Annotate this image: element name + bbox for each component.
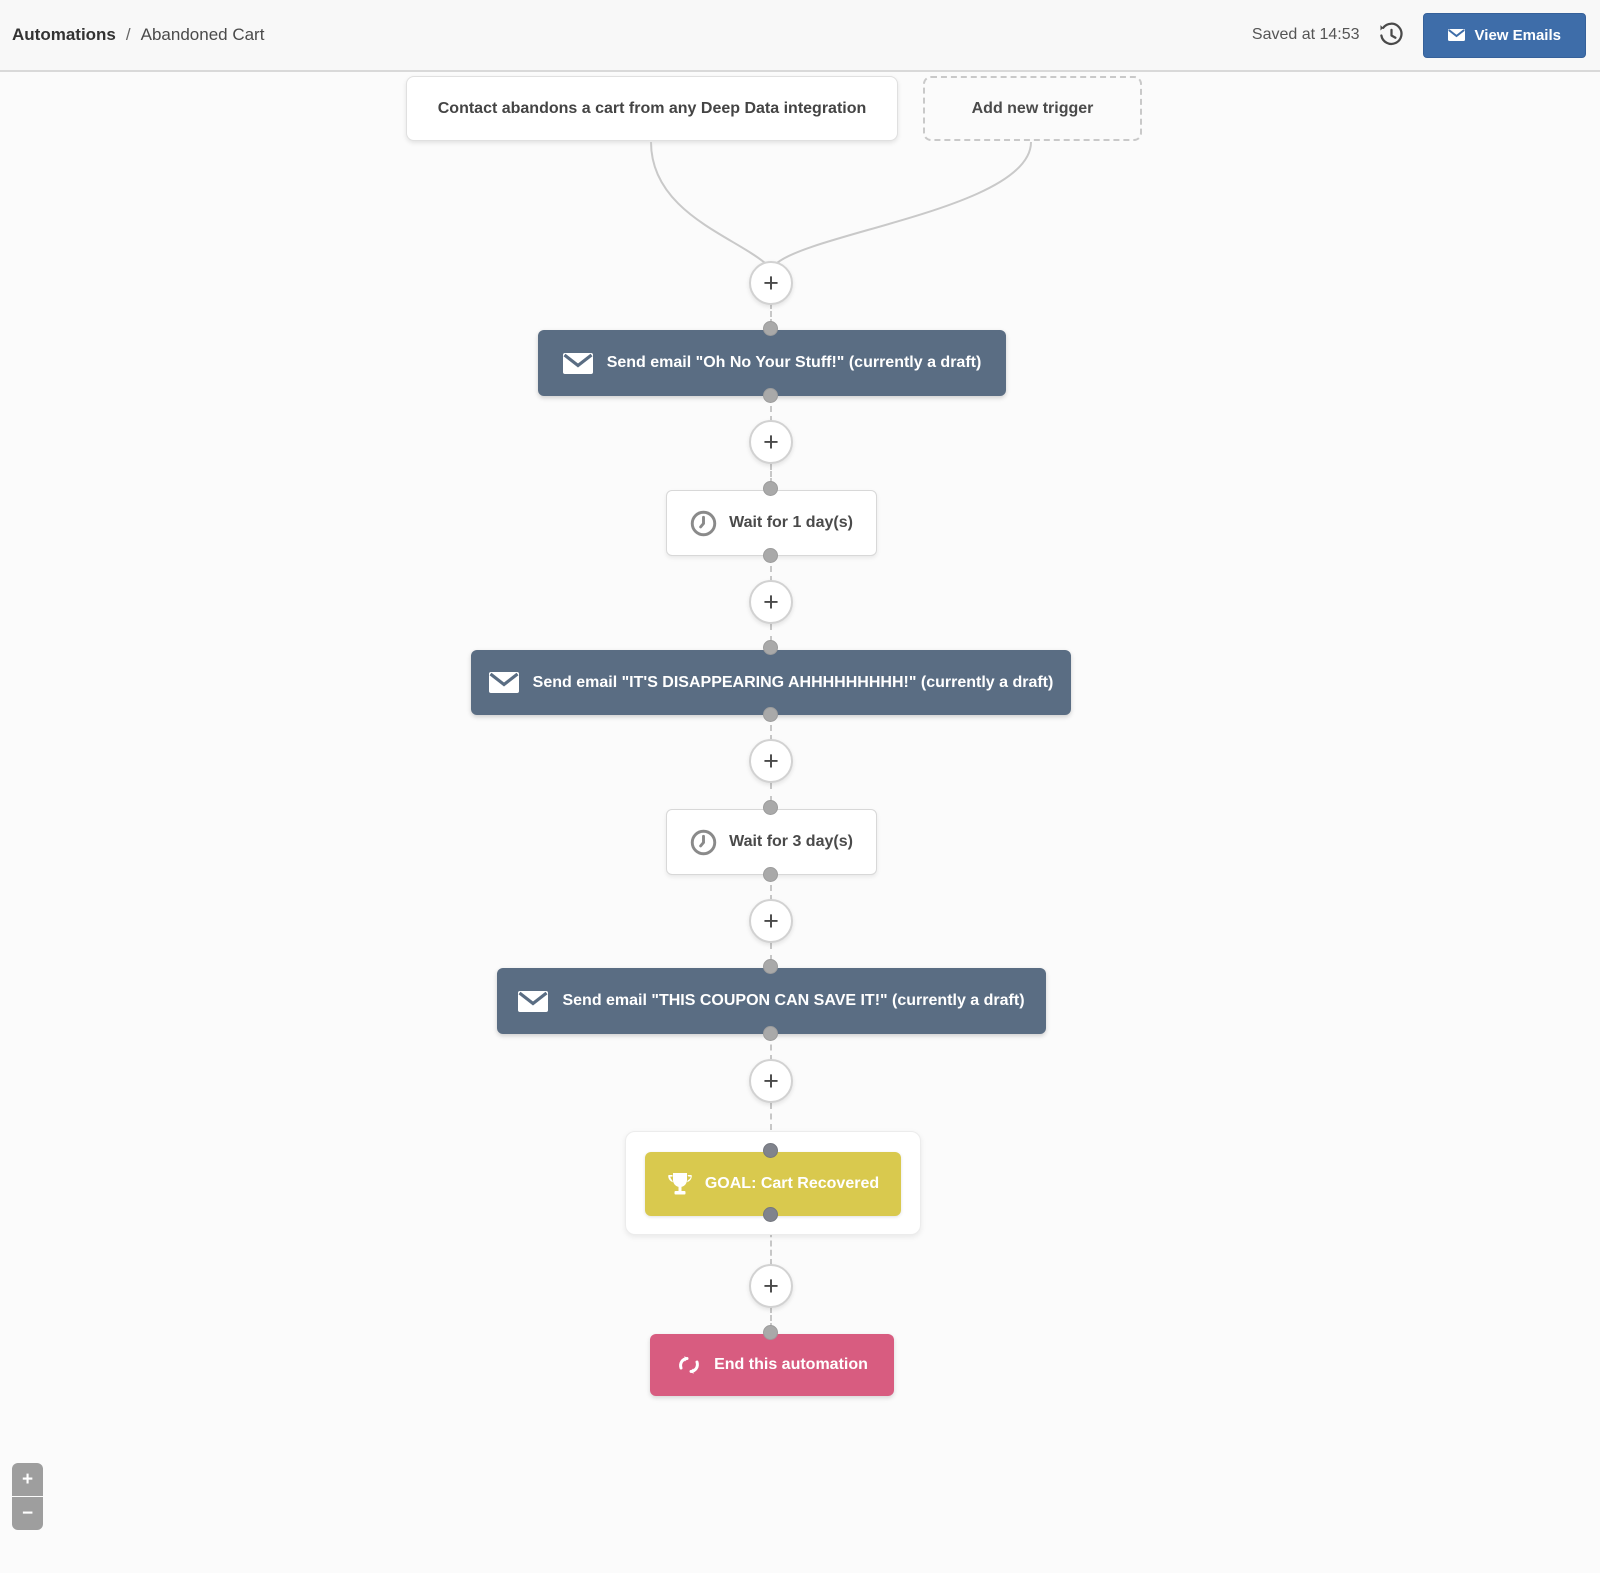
connector-line [770,396,772,422]
add-step-button[interactable]: + [749,420,793,464]
top-bar: Automations / Abandoned Cart Saved at 14… [0,0,1600,72]
email-node-label: Send email "IT'S DISAPPEARING AHHHHHHHHH… [532,673,1054,691]
email-node-coupon-can-save-it[interactable]: Send email "THIS COUPON CAN SAVE IT!" (c… [497,968,1046,1034]
trophy-icon [667,1172,693,1196]
connector-dot [763,1325,778,1340]
envelope-icon [562,352,593,374]
view-emails-label: View Emails [1474,26,1561,44]
breadcrumb-current-page: Abandoned Cart [140,25,265,44]
wait-node-3-days[interactable]: Wait for 3 day(s) [666,809,877,875]
wait-node-label: Wait for 1 day(s) [729,514,853,531]
connector-dot [763,959,778,974]
add-step-button[interactable]: + [749,1264,793,1308]
connector-dot [763,640,778,655]
plus-icon: + [763,1065,779,1096]
envelope-icon [518,990,549,1012]
add-step-button[interactable]: + [749,739,793,783]
connector-dot [763,481,778,496]
plus-icon: + [763,426,779,457]
saved-status: Saved at 14:53 [1251,26,1360,43]
plus-icon: + [763,1270,779,1301]
connector-line [770,1307,772,1329]
email-node-label: Send email "THIS COUPON CAN SAVE IT!" (c… [562,992,1025,1009]
envelope-icon [488,672,519,693]
connector-dot [763,1143,778,1158]
connector-line [770,303,772,325]
connector-dot [763,1207,778,1222]
add-step-button[interactable]: + [749,261,793,305]
plus-icon: + [763,586,779,617]
connector-line [770,624,772,642]
connector-line [770,1222,772,1265]
loop-arrows-icon [676,1354,702,1376]
wait-node-1-day[interactable]: Wait for 1 day(s) [666,490,877,556]
connector-dot [763,1026,778,1041]
connector-line [770,556,772,582]
connector-line [770,1034,772,1061]
end-automation-label: End this automation [714,1356,868,1373]
connector-line [770,783,772,802]
add-step-button[interactable]: + [749,1059,793,1103]
envelope-icon [1447,29,1465,41]
plus-icon: + [763,267,779,298]
view-emails-button[interactable]: View Emails [1422,12,1586,58]
email-node-its-disappearing[interactable]: Send email "IT'S DISAPPEARING AHHHHHHHHH… [471,650,1071,715]
connector-line [770,1103,772,1151]
goal-node-cart-recovered[interactable]: GOAL: Cart Recovered [645,1152,901,1216]
breadcrumb-separator: / [125,25,131,44]
revision-history-button[interactable] [1378,22,1405,49]
trigger-label: Contact abandons a cart from any Deep Da… [437,99,867,117]
connector-line [770,715,772,741]
email-node-label: Send email "Oh No Your Stuff!" (currentl… [606,354,982,371]
connector-dot [763,707,778,722]
connector-dot [763,800,778,815]
breadcrumb: Automations / Abandoned Cart [12,25,264,45]
clock-icon [690,510,717,537]
trigger-node-deep-data[interactable]: Contact abandons a cart from any Deep Da… [406,76,898,141]
connector-line [770,464,772,484]
clock-icon [690,829,717,856]
connector-line [770,875,772,901]
add-step-button[interactable]: + [749,580,793,624]
wait-node-label: Wait for 3 day(s) [729,833,853,850]
plus-icon: + [763,905,779,936]
history-clock-icon [1378,22,1405,49]
add-new-trigger-label: Add new trigger [971,99,1094,117]
zoom-in-button[interactable]: + [12,1463,43,1496]
canvas-zoom-controls: + − [12,1463,43,1530]
plus-icon: + [763,745,779,776]
end-automation-node[interactable]: End this automation [650,1334,894,1396]
breadcrumb-automations-link[interactable]: Automations [12,25,116,44]
add-new-trigger-button[interactable]: Add new trigger [923,76,1142,141]
add-step-button[interactable]: + [749,899,793,943]
connector-line [770,943,772,961]
zoom-out-button[interactable]: − [12,1497,43,1530]
email-node-oh-no-your-stuff[interactable]: Send email "Oh No Your Stuff!" (currentl… [538,330,1006,396]
connector-dot [763,321,778,336]
connector-dot [763,388,778,403]
connector-dot [763,548,778,563]
goal-node-label: GOAL: Cart Recovered [704,1175,880,1192]
connector-dot [763,867,778,882]
